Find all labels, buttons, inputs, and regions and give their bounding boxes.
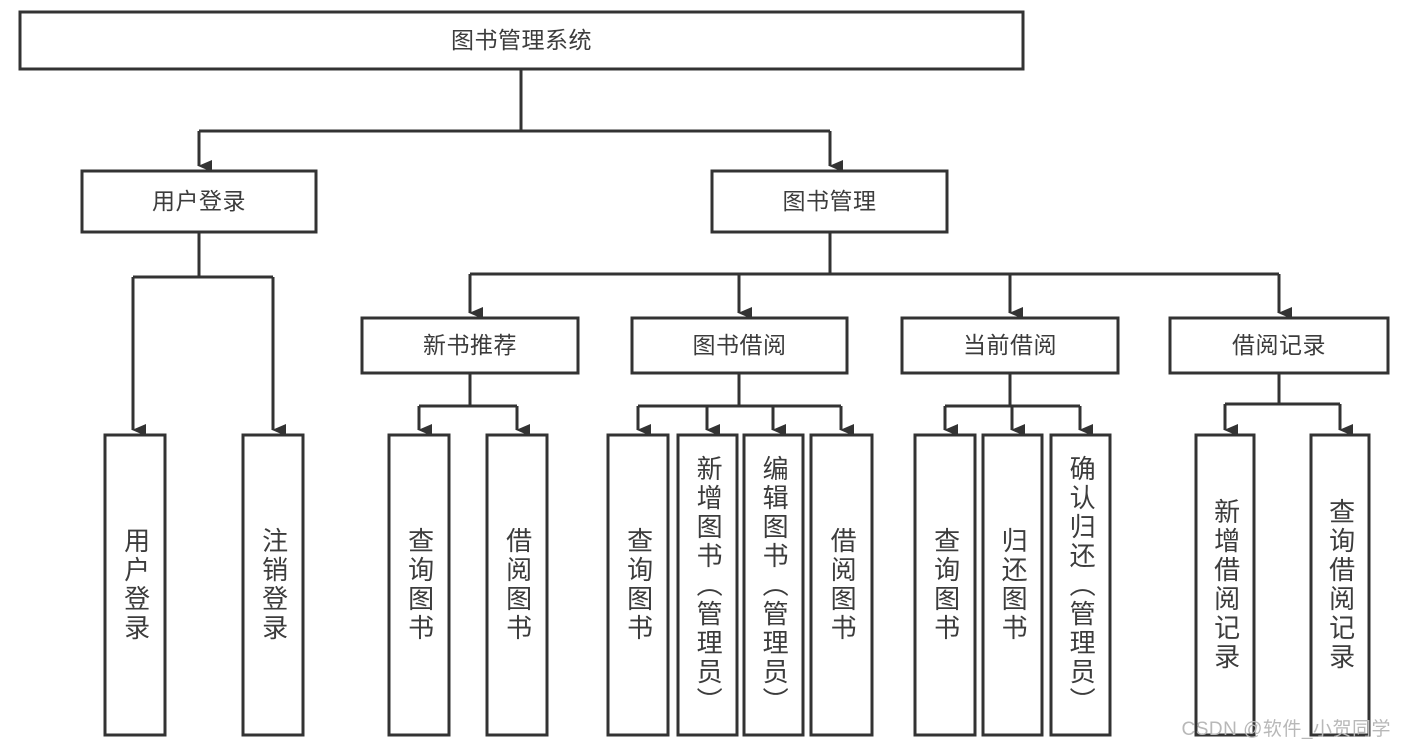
watermark-text: CSDN @软件_小贺同学 — [1181, 719, 1391, 740]
node-box-leaf-borrow-book[interactable] — [809, 433, 874, 737]
node-box-leaf-borrow-book-recommend[interactable] — [485, 433, 549, 737]
node-box-leaf-query-borrow-record[interactable] — [1309, 433, 1371, 737]
node-box-new-book-recommend[interactable] — [360, 316, 580, 375]
node-box-leaf-confirm-return-admin[interactable] — [1049, 433, 1112, 737]
node-box-leaf-edit-book-admin[interactable] — [742, 433, 805, 737]
node-box-leaf-add-book-admin[interactable] — [676, 433, 739, 737]
node-box-leaf-return-book[interactable] — [981, 433, 1044, 737]
node-box-book-management[interactable] — [710, 169, 949, 234]
node-box-leaf-user-login[interactable] — [103, 433, 167, 737]
node-box-leaf-logout[interactable] — [241, 433, 305, 737]
node-boxes-layer — [18, 10, 1390, 737]
node-box-leaf-query-book-borrow[interactable] — [606, 433, 670, 737]
connectors-layer — [131, 69, 1353, 436]
node-box-leaf-query-book-current[interactable] — [913, 433, 977, 737]
node-box-current-borrow[interactable] — [900, 316, 1120, 375]
node-box-book-borrow[interactable] — [630, 316, 849, 375]
node-box-user-login[interactable] — [80, 169, 318, 234]
node-box-leaf-query-book-recommend[interactable] — [387, 433, 451, 737]
node-box-leaf-add-borrow-record[interactable] — [1194, 433, 1256, 737]
node-box-borrow-record[interactable] — [1168, 316, 1390, 375]
node-box-root[interactable] — [18, 10, 1025, 71]
